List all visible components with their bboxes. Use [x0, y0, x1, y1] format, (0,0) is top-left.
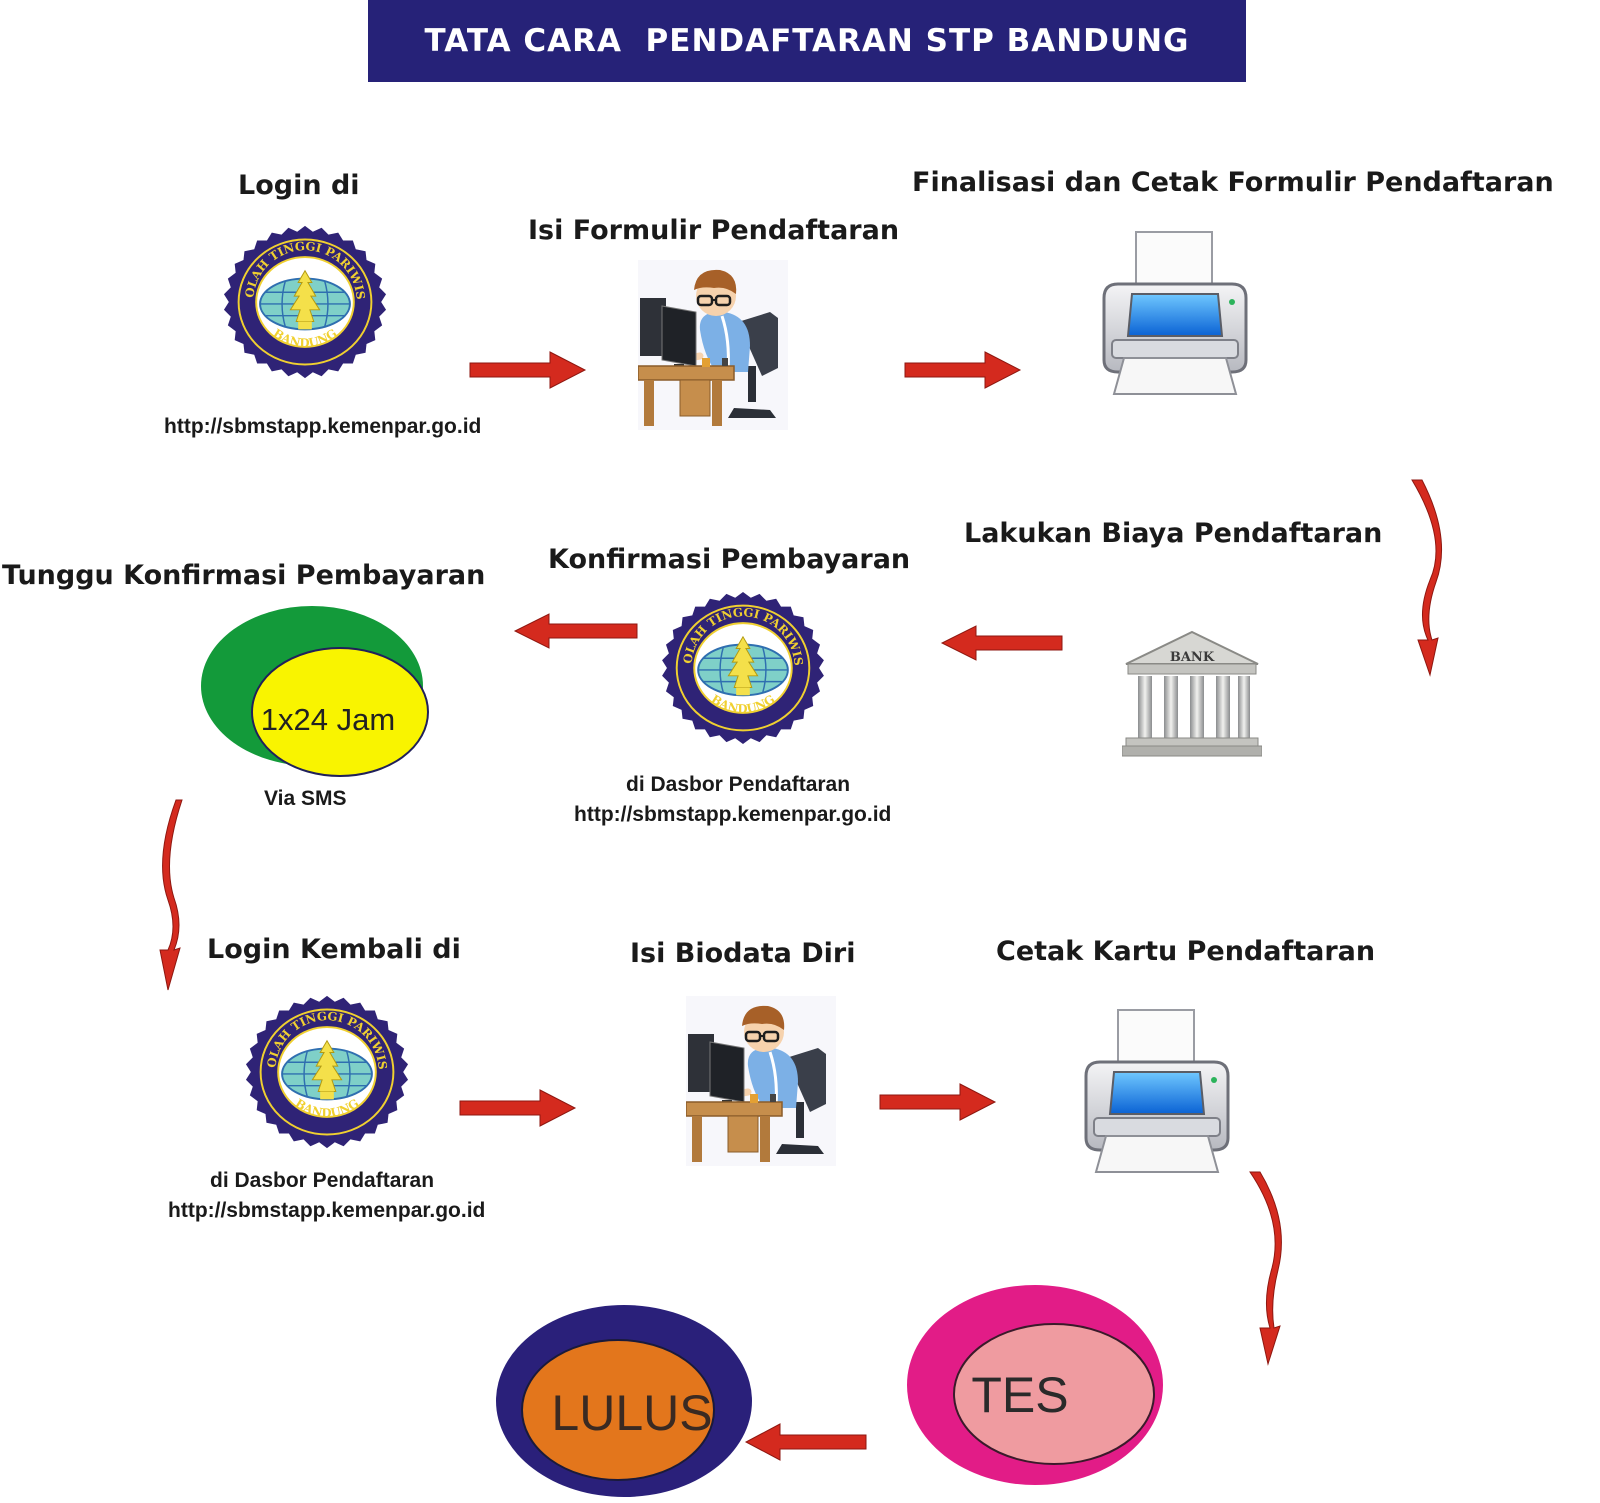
step-confirm-url[interactable]: http://sbmstapp.kemenpar.go.id	[574, 803, 892, 826]
arrow-left-icon	[513, 613, 638, 649]
printer-icon	[1072, 1006, 1242, 1176]
step-relogin-note: di Dasbor Pendaftaran	[210, 1169, 435, 1192]
arrow-left-icon	[744, 1423, 867, 1461]
arrow-right-icon	[459, 1089, 577, 1127]
wait-inner-text: 1x24 Jam	[261, 702, 395, 737]
curved-arrow-down-icon	[159, 799, 183, 991]
test-inner-text: TES	[971, 1367, 1068, 1423]
arrow-right-icon	[879, 1083, 997, 1121]
test-ellipse: TES	[907, 1285, 1163, 1485]
step-login-label: Login di	[238, 170, 360, 201]
arrow-left-icon	[940, 625, 1063, 661]
step-biodata-label: Isi Biodata Diri	[630, 938, 856, 969]
step-wait-label: Tunggu Konfirmasi Pembayaran	[2, 560, 486, 591]
arrow-right-icon	[469, 351, 587, 389]
step-confirm-note: di Dasbor Pendaftaran	[626, 773, 851, 796]
step-finalize-label: Finalisasi dan Cetak Formulir Pendaftara…	[912, 167, 1554, 198]
step-pay-label: Lakukan Biaya Pendaftaran	[964, 518, 1383, 549]
step-relogin-url[interactable]: http://sbmstapp.kemenpar.go.id	[168, 1199, 486, 1222]
page-title: TATA CARA PENDAFTARAN STP BANDUNG	[424, 23, 1190, 59]
printer-icon	[1090, 228, 1260, 398]
step-confirm-label: Konfirmasi Pembayaran	[548, 544, 911, 575]
user-at-computer-icon	[686, 996, 836, 1166]
arrow-right-icon	[904, 351, 1022, 389]
curved-arrow-down-icon	[1411, 479, 1443, 677]
step-relogin-label: Login Kembali di	[207, 934, 461, 965]
bank-text: BANK	[1170, 650, 1215, 665]
user-at-computer-icon	[638, 260, 788, 430]
step-card-label: Cetak Kartu Pendaftaran	[996, 936, 1376, 967]
stp-logo-icon: SEKOLAH TINGGI PARIWISATA BANDUNG	[238, 983, 410, 1152]
step-wait-note: Via SMS	[264, 787, 347, 810]
step-form-label: Isi Formulir Pendaftaran	[528, 215, 900, 246]
stp-logo-icon: SEKOLAH TINGGI PARIWISATA BANDUNG	[655, 579, 826, 746]
bank-icon: BANK	[1122, 628, 1262, 758]
stp-logo-icon: SEKOLAH TINGGI PARIWISATA BANDUNG	[216, 213, 388, 382]
wait-ellipse: 1x24 Jam	[201, 606, 429, 777]
step-login-url[interactable]: http://sbmstapp.kemenpar.go.id	[164, 415, 482, 438]
pass-inner-text: LULUS	[551, 1385, 712, 1441]
curved-arrow-down-icon	[1249, 1171, 1282, 1366]
pass-ellipse: LULUS	[496, 1305, 752, 1497]
title-banner: TATA CARA PENDAFTARAN STP BANDUNG	[368, 0, 1246, 82]
